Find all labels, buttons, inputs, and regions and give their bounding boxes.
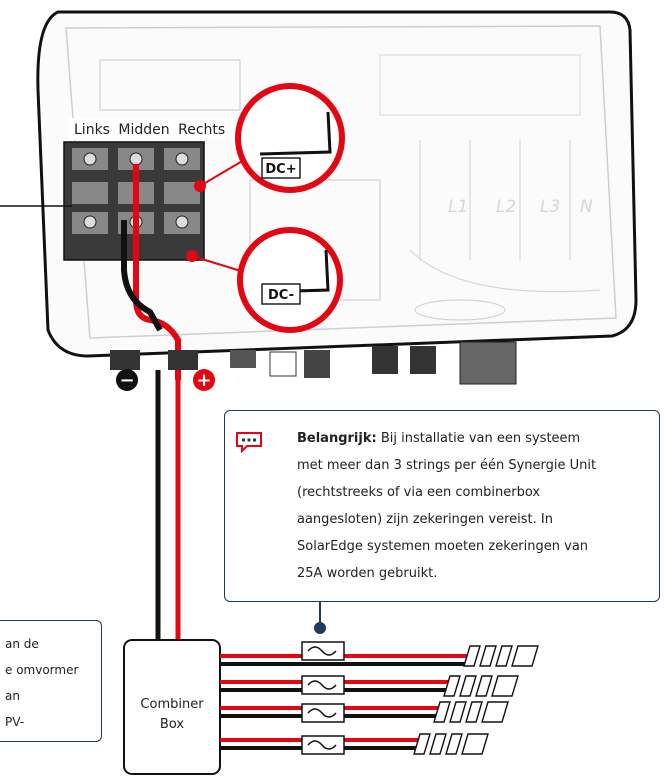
dc-minus-label: DC- bbox=[268, 288, 294, 303]
left-note-line: PV- bbox=[5, 715, 25, 729]
cable-glands bbox=[110, 341, 517, 385]
left-note-text: an de e omvormer an PV- bbox=[5, 631, 101, 735]
terminal-label-right: Rechts bbox=[178, 122, 225, 138]
fuse bbox=[301, 703, 345, 723]
phase-label: L3 bbox=[540, 197, 560, 217]
phase-label: N bbox=[580, 197, 593, 217]
pv-strings bbox=[220, 641, 539, 755]
phase-label: L1 bbox=[448, 197, 468, 217]
fuse bbox=[301, 735, 345, 755]
callout-line: SolarEdge systemen moeten zekeringen van bbox=[297, 539, 589, 554]
left-note-line: e omvormer bbox=[5, 663, 79, 677]
terminal-label-middle: Midden bbox=[118, 122, 169, 138]
callout-text: Belangrijk: Bij installatie van een syst… bbox=[297, 425, 649, 587]
terminal-label-bg bbox=[68, 118, 234, 140]
inverter-enclosure bbox=[36, 10, 638, 358]
dc-plus-label: DC+ bbox=[265, 162, 296, 177]
minus-marker: − bbox=[116, 369, 138, 391]
left-note-line: an de bbox=[5, 637, 39, 651]
callout-line: 25A worden gebruikt. bbox=[297, 566, 438, 581]
fuse bbox=[301, 641, 345, 661]
dc-minus-zoom: DC- bbox=[186, 227, 343, 333]
black-cable-inner bbox=[121, 220, 163, 332]
plus-marker: + bbox=[193, 369, 215, 391]
plus-symbol: + bbox=[196, 370, 211, 391]
callout-line: (rechtstreeks of via een combinerbox bbox=[297, 485, 541, 500]
callout-line: aangesloten) zijn zekeringen vereist. In bbox=[297, 512, 553, 527]
terminal-label-left: Links bbox=[74, 122, 110, 138]
callout-title: Belangrijk: bbox=[297, 431, 377, 446]
terminal-labels: Links Midden Rechts bbox=[74, 122, 225, 138]
combiner-box-label-2: Box bbox=[160, 717, 184, 732]
left-note-line: an bbox=[5, 689, 20, 703]
pv-connectors bbox=[413, 645, 539, 755]
dc-plus-zoom: DC+ bbox=[194, 83, 345, 193]
callout-line: Bij installatie van een systeem bbox=[380, 431, 581, 446]
phase-labels: L1 L2 L3 N bbox=[448, 197, 593, 217]
callout-line: met meer dan 3 strings per één Synergie … bbox=[297, 458, 597, 473]
callout-pointer-dot bbox=[314, 622, 326, 634]
dc-terminal-block bbox=[63, 141, 205, 261]
combiner-box-label-1: Combiner bbox=[140, 697, 204, 712]
combiner-box: Combiner Box bbox=[123, 639, 221, 775]
fuse bbox=[301, 675, 345, 695]
left-note-box: an de e omvormer an PV- bbox=[0, 620, 102, 742]
speech-bubble-icon bbox=[236, 432, 262, 453]
important-callout: Belangrijk: Bij installatie van een syst… bbox=[224, 410, 660, 602]
red-cable-inner bbox=[133, 164, 181, 380]
minus-symbol: − bbox=[119, 370, 134, 391]
phase-label: L2 bbox=[496, 197, 516, 217]
